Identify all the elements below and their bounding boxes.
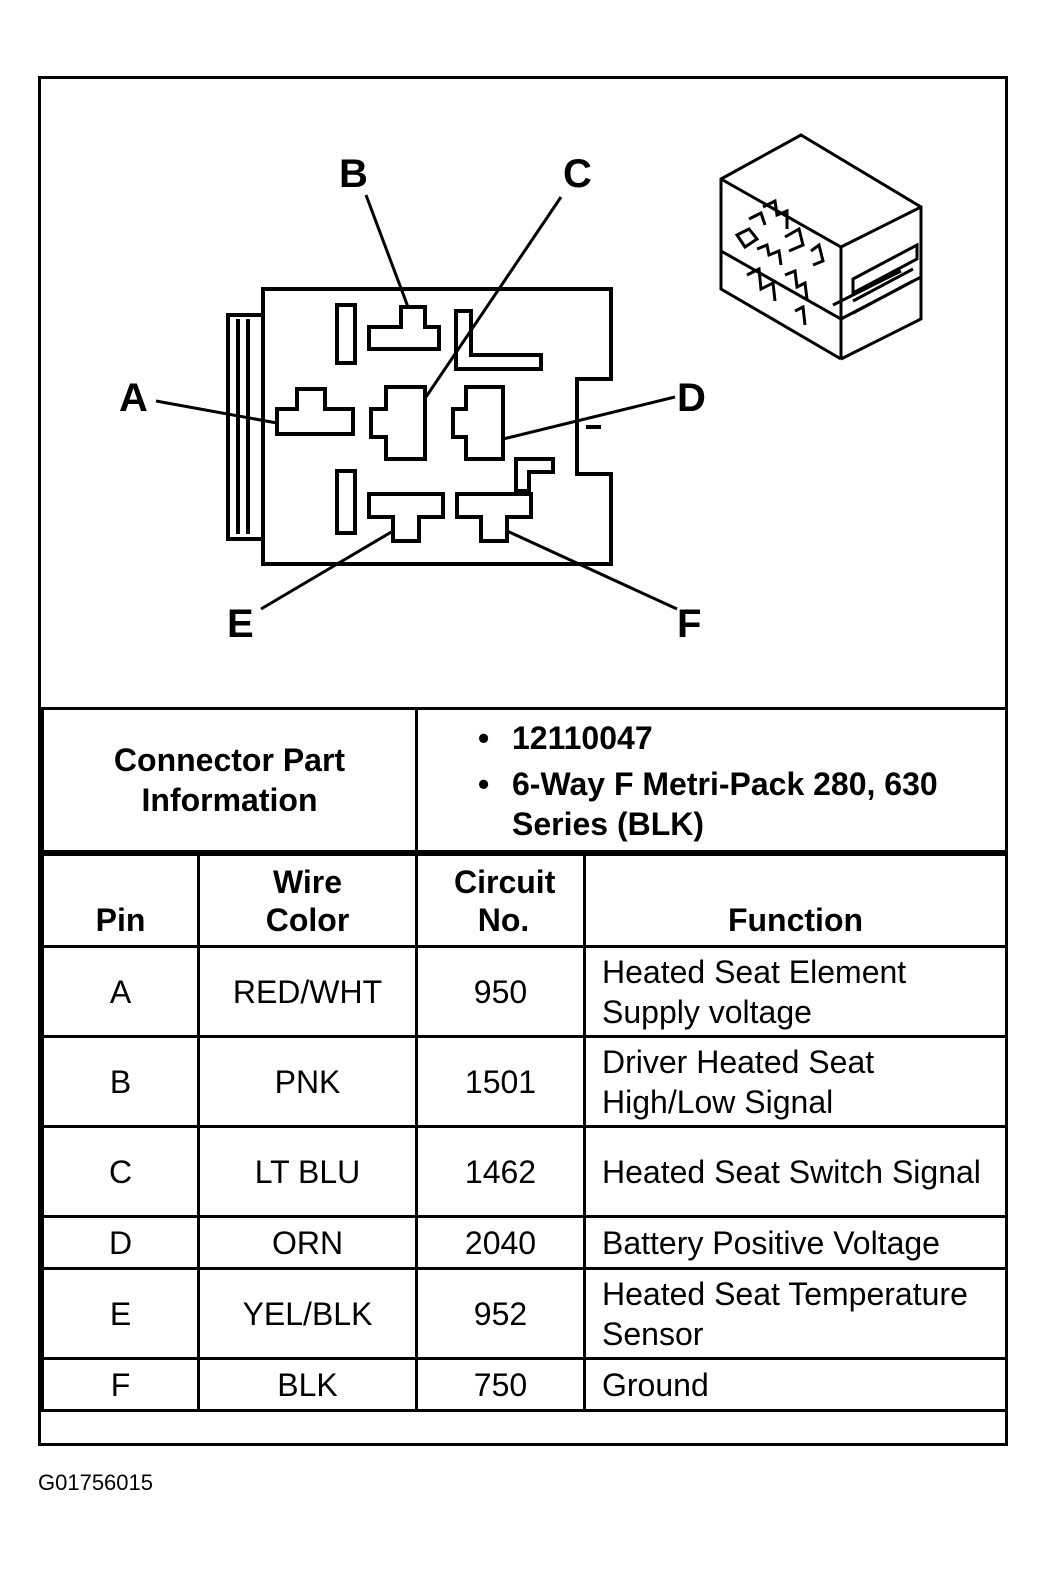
function-cell: Battery Positive Voltage (583, 1215, 1008, 1270)
leader-a (155, 399, 278, 425)
table-row: A RED/WHT 950 Heated Seat Element Supply… (41, 945, 1008, 1038)
pin-label-a: A (119, 376, 148, 420)
function-cell: Heated Seat Temperature Sensor (583, 1267, 1008, 1360)
terminal-c (369, 385, 427, 461)
function-cell: Driver Heated Seat High/Low Signal (583, 1035, 1008, 1128)
header-function: Function (583, 853, 1008, 948)
connector-isometric-illustration (719, 133, 923, 361)
terminal-a (275, 387, 355, 436)
pin-table: Pin Wire Color Circuit No. Function A RE… (41, 853, 1008, 1412)
leader-e (260, 529, 394, 611)
leader-b (364, 194, 410, 308)
pin-cell: F (41, 1357, 200, 1412)
connector-part-info-values: 12110047 6-Way F Metri-Pack 280, 630 Ser… (415, 707, 1008, 853)
terminal-d (451, 385, 505, 461)
wire-color-cell: LT BLU (197, 1125, 418, 1218)
leader-lines (155, 194, 678, 611)
pin-label-d: D (677, 376, 706, 420)
wire-color-cell: RED/WHT (197, 945, 418, 1038)
slot-left-bottom (335, 469, 357, 535)
header-pin: Pin (41, 853, 200, 948)
pin-cell: E (41, 1267, 200, 1360)
wire-color-cell: BLK (197, 1357, 418, 1412)
table-row: F BLK 750 Ground (41, 1357, 1008, 1412)
circuit-cell: 2040 (415, 1215, 586, 1270)
key-rail-top (454, 309, 543, 371)
wire-color-cell: PNK (197, 1035, 418, 1128)
table-row: C LT BLU 1462 Heated Seat Switch Signal (41, 1125, 1008, 1218)
circuit-cell: 952 (415, 1267, 586, 1360)
pin-cell: D (41, 1215, 200, 1270)
header-circuit-no: Circuit No. (415, 853, 586, 948)
function-cell: Heated Seat Element Supply voltage (583, 945, 1008, 1038)
connector-face-svg: A B C D E F (119, 133, 923, 646)
connector-side-rail (226, 313, 265, 541)
circuit-cell: 1462 (415, 1125, 586, 1218)
connector-part-info-table: Connector Part Information 12110047 6-Wa… (41, 707, 1008, 853)
pin-cell: A (41, 945, 200, 1038)
slot-left-top (335, 303, 357, 365)
connector-part-number: 12110047 (478, 718, 1005, 758)
figure-id: G01756015 (38, 1470, 153, 1495)
table-row: E YEL/BLK 952 Heated Seat Temperature Se… (41, 1267, 1008, 1360)
pin-table-header: Pin Wire Color Circuit No. Function (41, 853, 1008, 948)
terminal-f (455, 492, 533, 543)
pin-cell: C (41, 1125, 200, 1218)
wire-color-cell: ORN (197, 1215, 418, 1270)
connector-part-info-label: Connector Part Information (41, 707, 418, 853)
connector-face-diagram: A B C D E F (41, 79, 1005, 709)
leader-f (506, 529, 678, 611)
table-row: B PNK 1501 Driver Heated Seat High/Low S… (41, 1035, 1008, 1128)
terminal-b (367, 305, 441, 351)
circuit-cell: 950 (415, 945, 586, 1038)
connector-diagram-frame: A B C D E F (38, 76, 1008, 1446)
function-cell: Ground (583, 1357, 1008, 1412)
pin-label-b: B (339, 152, 368, 196)
header-wire-color: Wire Color (197, 853, 418, 948)
key-rail-right (514, 457, 555, 493)
pin-label-c: C (563, 152, 592, 196)
connector-body-outline (261, 287, 613, 566)
circuit-cell: 1501 (415, 1035, 586, 1128)
function-cell: Heated Seat Switch Signal (583, 1125, 1008, 1218)
table-row: D ORN 2040 Battery Positive Voltage (41, 1215, 1008, 1270)
terminal-e (367, 492, 445, 543)
wire-color-cell: YEL/BLK (197, 1267, 418, 1360)
pin-label-e: E (227, 602, 254, 646)
leader-d (502, 395, 676, 441)
connector-part-description: 6-Way F Metri-Pack 280, 630 Series (BLK) (478, 764, 1005, 844)
circuit-cell: 750 (415, 1357, 586, 1412)
pin-label-f: F (677, 602, 701, 646)
pin-cell: B (41, 1035, 200, 1128)
leader-c (424, 196, 563, 398)
